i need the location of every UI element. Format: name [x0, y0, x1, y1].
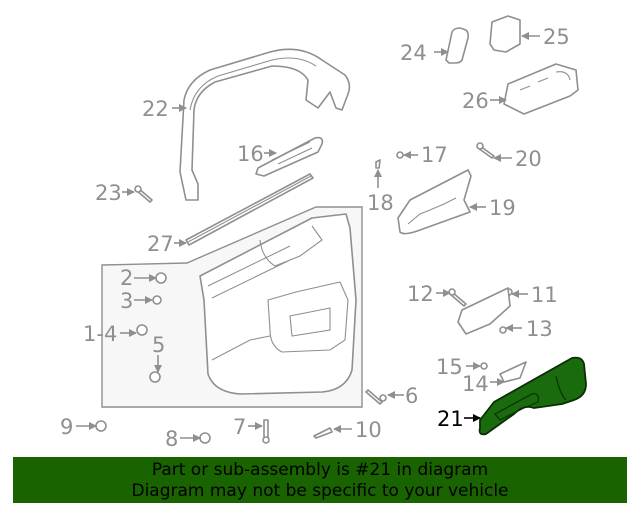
part-5-retainer[interactable]: [149, 371, 161, 383]
callout-7: 7: [233, 415, 246, 439]
part-18-clip[interactable]: [375, 159, 381, 169]
part-8-grommet[interactable]: [199, 432, 211, 444]
part-16-switch-bezel[interactable]: [255, 136, 324, 177]
callout-8: 8: [165, 427, 178, 451]
parts-diagram: 22 16 23 27 2 3 1-4 5 9 8 7 10 6 24 25 2…: [60, 15, 587, 451]
callout-2: 2: [120, 266, 133, 290]
part-24-switch-cover[interactable]: [445, 27, 470, 64]
callout-9: 9: [60, 415, 73, 439]
callout-12: 12: [407, 282, 434, 306]
part-23-bolt[interactable]: [134, 185, 153, 203]
part-handle-housing: [457, 287, 511, 335]
callout-labels: 22 16 23 27 2 3 1-4 5 9 8 7 10 6 24 25 2…: [60, 25, 570, 451]
callout-18: 18: [367, 191, 394, 215]
callout-11: 11: [531, 283, 558, 307]
part-1-4-push-pin[interactable]: [136, 324, 148, 336]
part-12-screw[interactable]: [448, 288, 467, 307]
part-21-armrest-highlighted[interactable]: [478, 356, 587, 436]
part-13-nut[interactable]: [499, 326, 507, 334]
callout-16: 16: [237, 142, 264, 166]
part-9-grommet[interactable]: [95, 420, 107, 432]
part-20-screw[interactable]: [476, 142, 495, 159]
callout-3: 3: [120, 289, 133, 313]
part-26-master-switch[interactable]: [503, 63, 579, 115]
part-3-clip[interactable]: [152, 295, 162, 305]
callout-14: 14: [462, 372, 489, 396]
callout-27: 27: [147, 232, 174, 256]
part-15-clip[interactable]: [480, 362, 488, 370]
part-25-window-switch[interactable]: [489, 15, 521, 53]
callout-10: 10: [355, 418, 382, 442]
callout-22: 22: [142, 97, 169, 121]
callout-17: 17: [421, 143, 448, 167]
part-7-screw[interactable]: [262, 419, 270, 444]
door-trim-panel: [199, 213, 357, 395]
banner-line-2: Diagram may not be specific to your vehi…: [131, 481, 509, 501]
callout-15: 15: [436, 355, 463, 379]
part-27-weatherstrip[interactable]: [185, 173, 314, 246]
notice-banner: Part or sub-assembly is #21 in diagram D…: [13, 457, 627, 503]
part-2-clip[interactable]: [155, 272, 167, 284]
part-22-arch-garnish[interactable]: [179, 48, 351, 201]
callout-5: 5: [152, 333, 165, 357]
leader-lines: [76, 32, 540, 442]
banner-line-1: Part or sub-assembly is #21 in diagram: [151, 460, 489, 480]
callout-21-highlighted: 21: [437, 407, 464, 431]
callout-1-4: 1-4: [83, 322, 117, 346]
part-17-nut[interactable]: [396, 151, 404, 159]
callout-23: 23: [95, 181, 122, 205]
callout-13: 13: [526, 317, 553, 341]
callout-20: 20: [515, 147, 542, 171]
callout-26: 26: [462, 89, 489, 113]
part-10-clip[interactable]: [313, 427, 333, 439]
part-19-handle-bracket[interactable]: [397, 169, 472, 235]
callout-19: 19: [489, 196, 516, 220]
callout-24: 24: [400, 41, 427, 65]
part-6-screw[interactable]: [365, 389, 387, 405]
callout-6: 6: [405, 384, 418, 408]
part-14-trim-insert[interactable]: [499, 361, 527, 383]
callout-25: 25: [543, 25, 570, 49]
